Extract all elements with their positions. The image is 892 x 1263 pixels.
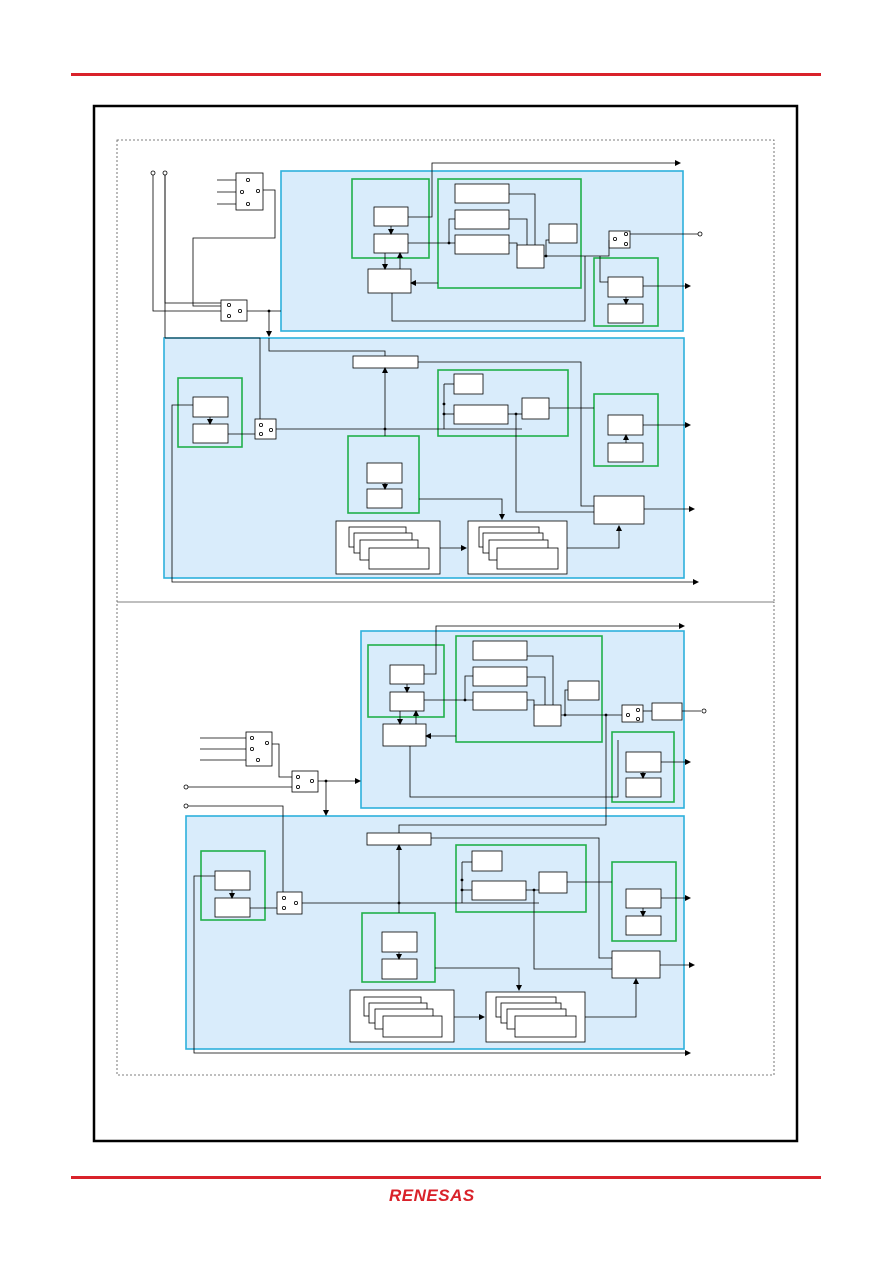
green-group [593, 257, 659, 327]
switch [276, 891, 303, 915]
outer-frame [92, 104, 799, 1143]
renesas-logo: RENESAS [389, 1186, 475, 1205]
box [454, 209, 510, 230]
dashed-panel-bottom [116, 601, 775, 1076]
box [454, 183, 510, 204]
box [454, 234, 510, 255]
box [593, 495, 645, 525]
green-group [611, 731, 675, 803]
box [192, 423, 229, 444]
box [516, 244, 545, 269]
box [548, 223, 578, 244]
box [453, 373, 484, 395]
box [521, 397, 550, 420]
dashed-panel-top [116, 139, 775, 603]
footer-rule [71, 1176, 821, 1179]
green-group [455, 844, 587, 913]
box [607, 442, 644, 463]
box [366, 488, 403, 509]
green-group [455, 635, 603, 743]
box [192, 396, 229, 418]
box [453, 404, 509, 425]
switch [220, 299, 248, 322]
green-group [200, 850, 266, 921]
box [607, 414, 644, 436]
green-group [177, 377, 243, 448]
box [607, 276, 644, 298]
green-group [351, 178, 430, 259]
switch [291, 770, 319, 793]
switch [254, 418, 277, 440]
box [367, 268, 412, 294]
bottom-panel [183, 623, 707, 1056]
green-group [593, 393, 659, 467]
box [352, 355, 419, 369]
green-group [367, 644, 445, 718]
green-group [361, 912, 436, 983]
box [607, 303, 644, 324]
top-panel [150, 160, 703, 585]
header-rule [71, 73, 821, 76]
green-group [437, 178, 582, 289]
box [366, 462, 403, 484]
box [373, 206, 409, 227]
green-group [347, 435, 420, 514]
box [373, 233, 409, 254]
green-group [611, 861, 677, 942]
green-group [437, 369, 569, 437]
